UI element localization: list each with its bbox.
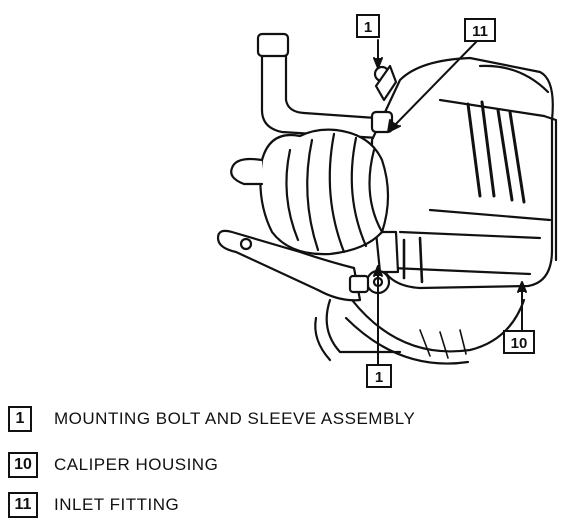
callout-caliper-housing: 10 <box>503 330 535 354</box>
legend-label: INLET FITTING <box>54 495 180 514</box>
mounting-bracket <box>216 229 402 362</box>
legend-item: 10 CALIPER HOUSING <box>8 450 218 480</box>
dust-boot <box>230 128 390 256</box>
brake-hose <box>256 32 380 140</box>
legend-number: 1 <box>8 406 32 432</box>
legend-label: CALIPER HOUSING <box>54 455 219 474</box>
callout-mounting-bolt-top: 1 <box>356 14 380 38</box>
caliper-housing <box>370 56 558 290</box>
callout-inlet-fitting: 11 <box>464 18 496 42</box>
callout-mounting-bolt-bottom: 1 <box>366 364 392 388</box>
brake-rotor <box>344 298 526 365</box>
legend-label: MOUNTING BOLT AND SLEEVE ASSEMBLY <box>54 409 416 428</box>
legend-number: 10 <box>8 452 38 478</box>
leader-lines <box>373 39 527 365</box>
legend-item: 11 INLET FITTING <box>8 490 179 520</box>
legend-number: 11 <box>8 492 38 518</box>
legend-item: 1 MOUNTING BOLT AND SLEEVE ASSEMBLY <box>8 404 415 434</box>
